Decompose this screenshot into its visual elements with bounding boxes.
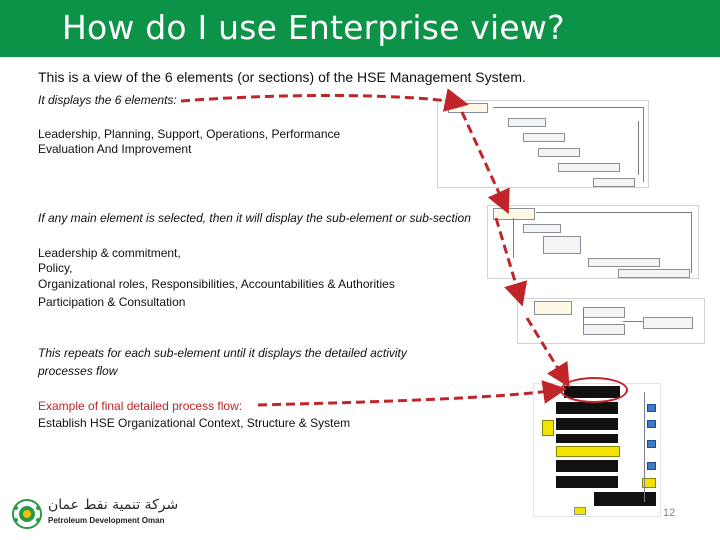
sub-elements-diagram-thumbnail[interactable] (487, 205, 699, 279)
title-bar: How do I use Enterprise view? (0, 0, 720, 57)
activity-diagram-thumbnail[interactable] (517, 298, 705, 344)
arrow-to-elements (180, 88, 469, 112)
diagram-box (523, 133, 565, 142)
flow-step (556, 434, 618, 443)
arrow-to-process-flow (525, 317, 570, 388)
example-label: Example of final detailed process flow: (38, 399, 243, 413)
diagram-connector (513, 218, 544, 258)
diagram-box (523, 224, 561, 233)
pdo-logo-icon (12, 499, 42, 529)
diagram-box (618, 269, 690, 278)
arrow-to-activities (494, 217, 528, 307)
document-icon[interactable] (647, 420, 656, 428)
sub-element-line-4: Participation & Consultation (38, 295, 186, 309)
document-icon[interactable] (647, 440, 656, 448)
flow-end-marker (574, 507, 586, 515)
arrow-to-sub-elements (460, 111, 510, 215)
diagram-connector (620, 392, 645, 502)
diagram-box (643, 317, 693, 329)
document-icon[interactable] (647, 462, 656, 470)
diagram-connector (536, 212, 692, 273)
flow-step (556, 402, 618, 414)
sub-element-line-3: Organizational roles, Responsibilities, … (38, 277, 395, 291)
diagram-box (543, 236, 581, 254)
company-name-arabic: شركة تنمية نفط عمان (48, 497, 179, 513)
diagram-connector (498, 121, 639, 175)
repeat-line-2: processes flow (38, 364, 118, 378)
diagram-box (583, 324, 625, 335)
sub-element-line-1: Leadership & commitment, (38, 246, 181, 260)
diagram-box (588, 258, 660, 267)
slide-title: How do I use Enterprise view? (62, 8, 565, 47)
flow-step (594, 492, 656, 506)
diagram-box (538, 148, 580, 157)
intro-text: This is a view of the 6 elements (or sec… (38, 69, 526, 85)
sub-element-line-2: Policy, (38, 261, 73, 275)
page-number: 12 (663, 507, 676, 519)
elements-line-2: Evaluation And Improvement (38, 142, 192, 156)
flow-step (556, 418, 618, 430)
arrow-example (257, 380, 567, 407)
elements-diagram-thumbnail[interactable] (437, 100, 649, 188)
company-name-english: Petroleum Development Oman (48, 516, 165, 525)
selected-note: If any main element is selected, then it… (38, 211, 471, 225)
highlight-marker (642, 478, 656, 488)
diagram-box (508, 118, 546, 127)
diagram-connector (623, 321, 643, 323)
document-icon[interactable] (647, 404, 656, 412)
flow-step (556, 460, 618, 472)
flow-step-highlighted (556, 446, 620, 457)
diagram-connector (570, 309, 584, 329)
displays-text: It displays the 6 elements: (38, 93, 177, 107)
highlight-marker (542, 420, 554, 436)
diagram-connector (493, 107, 644, 182)
repeat-line-1: This repeats for each sub-element until … (38, 346, 407, 360)
elements-line-1: Leadership, Planning, Support, Operation… (38, 127, 341, 141)
flow-step (556, 476, 618, 488)
diagram-box (534, 301, 572, 315)
diagram-box (558, 163, 620, 172)
example-name: Establish HSE Organizational Context, St… (38, 416, 351, 430)
diagram-box (593, 178, 635, 187)
